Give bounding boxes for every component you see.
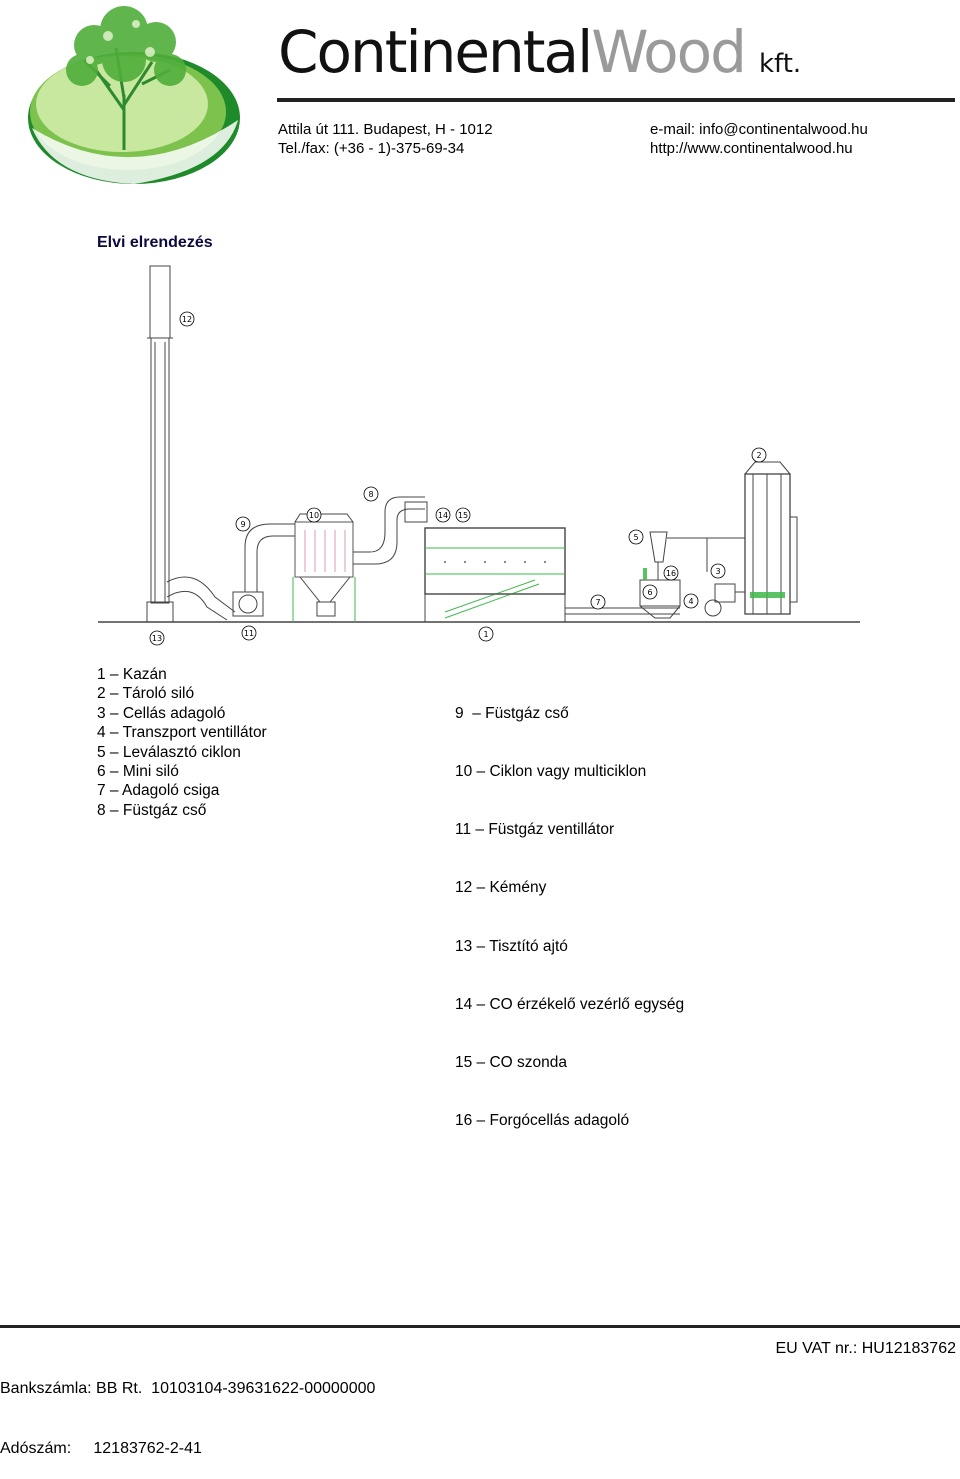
footer-divider (0, 1325, 960, 1328)
page-title: Elvi elrendezés (97, 234, 213, 251)
brand-second: Wood (591, 18, 747, 86)
callout-11: 11 (241, 625, 257, 641)
legend-item: 9 – Füstgáz cső (455, 704, 569, 722)
callout-15: 15 (455, 507, 471, 523)
legend-item: 3 – Cellás adagoló (97, 704, 226, 722)
legend-item: 16 – Forgócellás adagoló (455, 1112, 630, 1130)
callout-6: 6 (642, 584, 658, 600)
legend-left: 1 – Kazán 2 – Tároló siló 3 – Cellás ada… (97, 665, 267, 820)
legend-right: 9 – Füstgáz cső 10 – Ciklon vagy multici… (455, 665, 684, 1150)
callout-4: 4 (683, 593, 699, 609)
legend-item: 14 – CO érzékelő vezérlő egység (455, 995, 685, 1013)
callout-14: 14 (435, 507, 451, 523)
legend-item: 13 – Tisztító ajtó (455, 937, 568, 955)
header-divider (277, 98, 955, 102)
svg-text:14: 14 (438, 511, 448, 520)
footer-left: Bankszámla: BB Rt. 10103104-39631622-000… (0, 1339, 375, 1479)
legend-item: 2 – Tároló siló (97, 685, 195, 703)
svg-text:13: 13 (152, 634, 162, 643)
svg-text:7: 7 (595, 598, 600, 607)
legend-item: 6 – Mini siló (97, 762, 179, 780)
tax-number: Adószám: 12183762-2-41 (0, 1440, 202, 1457)
legend-item: 12 – Kémény (455, 879, 547, 897)
svg-text:8: 8 (368, 490, 373, 499)
bank-account: Bankszámla: BB Rt. 10103104-39631622-000… (0, 1380, 376, 1397)
callout-13: 13 (149, 630, 165, 646)
svg-text:15: 15 (458, 511, 468, 520)
callout-12: 12 (179, 311, 195, 327)
callout-7: 7 (590, 594, 606, 610)
svg-text:4: 4 (688, 597, 693, 606)
legend-item: 10 – Ciklon vagy multiciklon (455, 763, 647, 781)
callout-3: 3 (710, 563, 726, 579)
svg-text:5: 5 (633, 533, 638, 542)
address-line: Attila út 111. Budapest, H - 1012 (278, 121, 493, 138)
layout-diagram: 12 13 11 9 10 8 14 15 1 5 16 6 7 3 4 2 (98, 265, 860, 646)
email-line: e-mail: info@continentalwood.hu (650, 121, 868, 138)
svg-text:9: 9 (240, 520, 245, 529)
legend-item: 11 – Füstgáz ventillátor (455, 821, 615, 839)
svg-text:10: 10 (309, 511, 319, 520)
brand-main: Continental (278, 18, 593, 86)
callout-5: 5 (628, 529, 644, 545)
legend-item: 4 – Transzport ventillátor (97, 724, 267, 742)
phone-line: Tel./fax: (+36 - 1)-375-69-34 (278, 140, 465, 157)
svg-text:11: 11 (244, 629, 254, 638)
callout-2: 2 (751, 447, 767, 463)
legend-item: 8 – Füstgáz cső (97, 801, 207, 819)
brand-suffix: kft. (758, 49, 802, 79)
callout-10: 10 (306, 507, 322, 523)
svg-text:16: 16 (666, 569, 676, 578)
company-logo-tree-icon (28, 6, 240, 184)
contact-block: e-mail: info@continentalwood.hu http://w… (650, 120, 868, 158)
legend-item: 7 – Adagoló csiga (97, 782, 220, 800)
legend-item: 15 – CO szonda (455, 1054, 568, 1072)
callout-1: 1 (478, 626, 494, 642)
brand-wordmark: ContinentalWood kft. (278, 18, 802, 86)
svg-text:12: 12 (182, 315, 192, 324)
legend-item: 5 – Leválasztó ciklon (97, 743, 241, 761)
svg-text:2: 2 (756, 451, 761, 460)
svg-text:1: 1 (483, 630, 488, 639)
callout-16: 16 (663, 565, 679, 581)
web-line: http://www.continentalwood.hu (650, 140, 853, 157)
svg-text:6: 6 (647, 588, 652, 597)
svg-text:3: 3 (715, 567, 720, 576)
legend-item: 1 – Kazán (97, 666, 167, 683)
callout-9: 9 (235, 516, 251, 532)
vat-number: EU VAT nr.: HU12183762 (775, 1340, 956, 1357)
callout-8: 8 (363, 486, 379, 502)
address-block: Attila út 111. Budapest, H - 1012 Tel./f… (278, 120, 493, 158)
